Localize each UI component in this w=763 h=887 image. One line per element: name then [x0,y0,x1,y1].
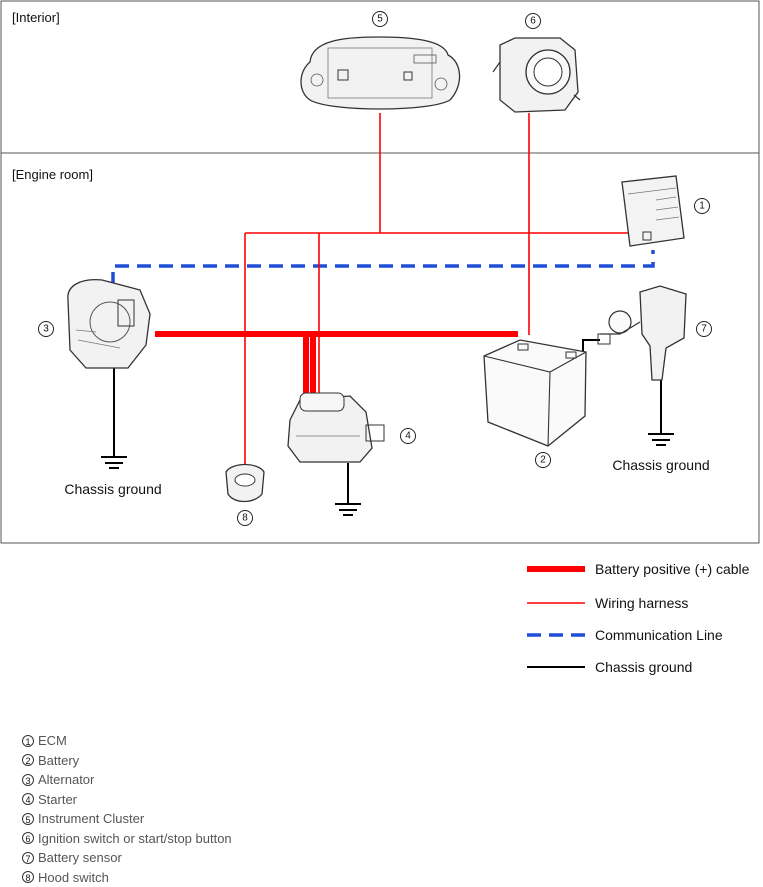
svg-text:3: 3 [43,324,49,335]
marker-1: 1 [695,199,710,214]
component-list: 1 ECM 2 Battery 3 Alternator 4 Starter 5 Inst… [22,731,232,887]
list-item: 3 Alternator [22,770,232,790]
list-item-label: Instrument Cluster [38,811,144,826]
list-item-number: 8 [22,871,34,883]
list-item-label: Starter [38,792,77,807]
marker-3: 3 [39,322,54,337]
chassis-ground-lines [101,340,674,515]
list-item: 8 Hood switch [22,868,232,887]
list-item-number: 2 [22,754,34,766]
list-item-number: 3 [22,774,34,786]
legend: Battery positive (+) cable Wiring harnes… [527,561,750,675]
chassis-ground-label-right: Chassis ground [612,457,709,473]
svg-text:1: 1 [699,201,705,212]
marker-7: 7 [697,322,712,337]
list-item-label: ECM [38,733,67,748]
instrument-cluster-icon [301,37,460,109]
alternator-icon [68,280,150,368]
svg-text:8: 8 [242,513,248,524]
list-item: 1 ECM [22,731,232,751]
marker-5: 5 [373,12,388,27]
communication-line [113,250,653,286]
ignition-switch-icon [493,38,580,112]
marker-8: 8 [238,511,253,526]
list-item-number: 6 [22,832,34,844]
list-item: 5 Instrument Cluster [22,809,232,829]
list-item-label: Battery sensor [38,850,122,865]
list-item: 2 Battery [22,751,232,771]
interior-label: [Interior] [12,10,60,25]
marker-6: 6 [526,14,541,29]
hood-switch-icon [226,465,264,502]
battery-sensor-icon [598,286,686,380]
list-item-number: 4 [22,793,34,805]
ecm-icon [622,176,684,246]
list-item-number: 1 [22,735,34,747]
marker-4: 4 [401,429,416,444]
svg-text:5: 5 [377,14,383,25]
list-item: 7 Battery sensor [22,848,232,868]
list-item-label: Ignition switch or start/stop button [38,831,232,846]
engine-room-label: [Engine room] [12,167,93,182]
battery-positive-cable [155,334,518,395]
list-item: 4 Starter [22,790,232,810]
svg-text:2: 2 [540,455,546,466]
battery-icon [484,340,586,446]
chassis-ground-label-left: Chassis ground [64,481,161,497]
list-item-label: Battery [38,753,79,768]
legend-label-wiring-harness: Wiring harness [595,595,688,611]
list-item-number: 7 [22,852,34,864]
starter-icon [288,393,384,462]
svg-text:6: 6 [530,16,536,27]
list-item-number: 5 [22,813,34,825]
svg-text:4: 4 [405,431,411,442]
marker-2: 2 [536,453,551,468]
legend-label-chassis-ground: Chassis ground [595,659,692,675]
legend-label-battery-cable: Battery positive (+) cable [595,561,750,577]
list-item-label: Alternator [38,772,94,787]
list-item-label: Hood switch [38,870,109,885]
legend-label-communication-line: Communication Line [595,627,723,643]
svg-text:7: 7 [701,324,707,335]
list-item: 6 Ignition switch or start/stop button [22,829,232,849]
